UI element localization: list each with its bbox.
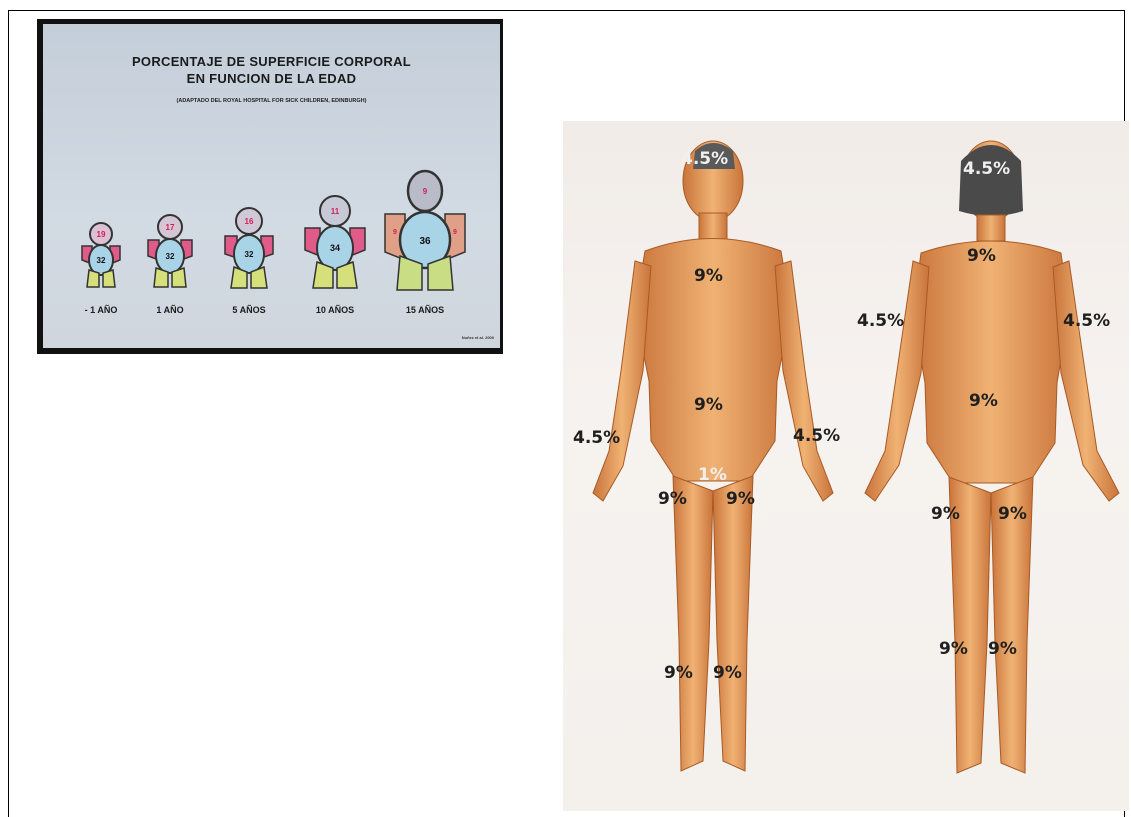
figure-trunk-value: 36 xyxy=(419,236,431,247)
body-illustration xyxy=(563,121,1129,811)
back-arm-right-side xyxy=(1053,261,1119,501)
age-label-5: 15 AÑOS xyxy=(390,305,460,315)
figure-trunk-value: 32 xyxy=(166,252,175,261)
back-thigh-left-label: 9% xyxy=(931,504,960,524)
front-chest-label: 9% xyxy=(694,266,723,286)
back-upper-label: 9% xyxy=(967,246,996,266)
back-torso xyxy=(913,241,1069,483)
front-leg-left-label: 9% xyxy=(713,663,742,683)
front-arm-right-side xyxy=(593,261,651,501)
figure-trunk-value: 32 xyxy=(245,250,254,259)
back-arm-left-side xyxy=(865,261,929,501)
child-figure-5: 9 36 9 9 xyxy=(385,171,465,290)
front-arm-right-label: 4.5% xyxy=(573,428,620,448)
back-neck xyxy=(977,215,1005,241)
age-label-4: 10 AÑOS xyxy=(300,305,370,315)
figure-leg-right xyxy=(172,268,186,287)
chart-credit: Nuñez et al. 2000 xyxy=(462,335,494,340)
age-label-2: 1 AÑO xyxy=(135,305,205,315)
figure-head-value: 9 xyxy=(423,187,428,196)
back-thigh-right-label: 9% xyxy=(998,504,1027,524)
figure-leg-left xyxy=(87,270,99,287)
back-leg-left-label: 9% xyxy=(939,639,968,659)
figure-leg-right xyxy=(103,270,115,287)
front-leg-right-label: 9% xyxy=(664,663,693,683)
figure-head-value: 19 xyxy=(97,230,106,239)
figure-trunk-value: 34 xyxy=(330,243,340,253)
age-label-3: 5 AÑOS xyxy=(214,305,284,315)
chart-panel: PORCENTAJE DE SUPERFICIE CORPORAL EN FUN… xyxy=(43,24,500,348)
child-figure-3: 16 32 xyxy=(225,208,273,288)
figure-leg-left xyxy=(154,268,168,287)
back-body xyxy=(865,141,1119,773)
front-leg-right-side xyxy=(673,476,713,771)
back-lower-label: 9% xyxy=(969,391,998,411)
back-arm-left-label: 4.5% xyxy=(857,311,904,331)
rule-of-nines-image: 4.5% 9% 9% 4.5% 4.5% 1% 9% 9% 9% 9% 4.5%… xyxy=(563,121,1129,811)
child-figure-2: 17 32 xyxy=(148,215,192,287)
front-arm-left-label: 4.5% xyxy=(793,426,840,446)
child-figure-4: 11 34 xyxy=(305,196,365,288)
front-thigh-left-label: 9% xyxy=(726,489,755,509)
age-surface-chart: PORCENTAJE DE SUPERFICIE CORPORAL EN FUN… xyxy=(37,19,503,354)
figure-head-value: 11 xyxy=(331,207,340,216)
front-neck xyxy=(699,213,727,239)
age-label-1: - 1 AÑO xyxy=(66,305,136,315)
back-leg-right-label: 9% xyxy=(988,639,1017,659)
front-leg-left-side xyxy=(713,476,753,771)
child-figures: 19 32 17 32 16 xyxy=(43,24,500,348)
figure-arm-left-value: 9 xyxy=(393,229,397,236)
figure-head-value: 17 xyxy=(166,223,175,232)
back-arm-right-label: 4.5% xyxy=(1063,311,1110,331)
front-abdomen-label: 9% xyxy=(694,395,723,415)
front-arm-left-side xyxy=(775,261,833,501)
figure-arm-right-value: 9 xyxy=(453,229,457,236)
child-figure-1: 19 32 xyxy=(82,223,120,287)
front-genital-label: 1% xyxy=(698,465,727,485)
front-thigh-right-label: 9% xyxy=(658,489,687,509)
figure-trunk-value: 32 xyxy=(97,256,106,265)
back-hair xyxy=(959,145,1023,216)
front-head-label: 4.5% xyxy=(681,149,728,169)
back-head-label: 4.5% xyxy=(963,159,1010,179)
figure-head-value: 16 xyxy=(245,217,254,226)
